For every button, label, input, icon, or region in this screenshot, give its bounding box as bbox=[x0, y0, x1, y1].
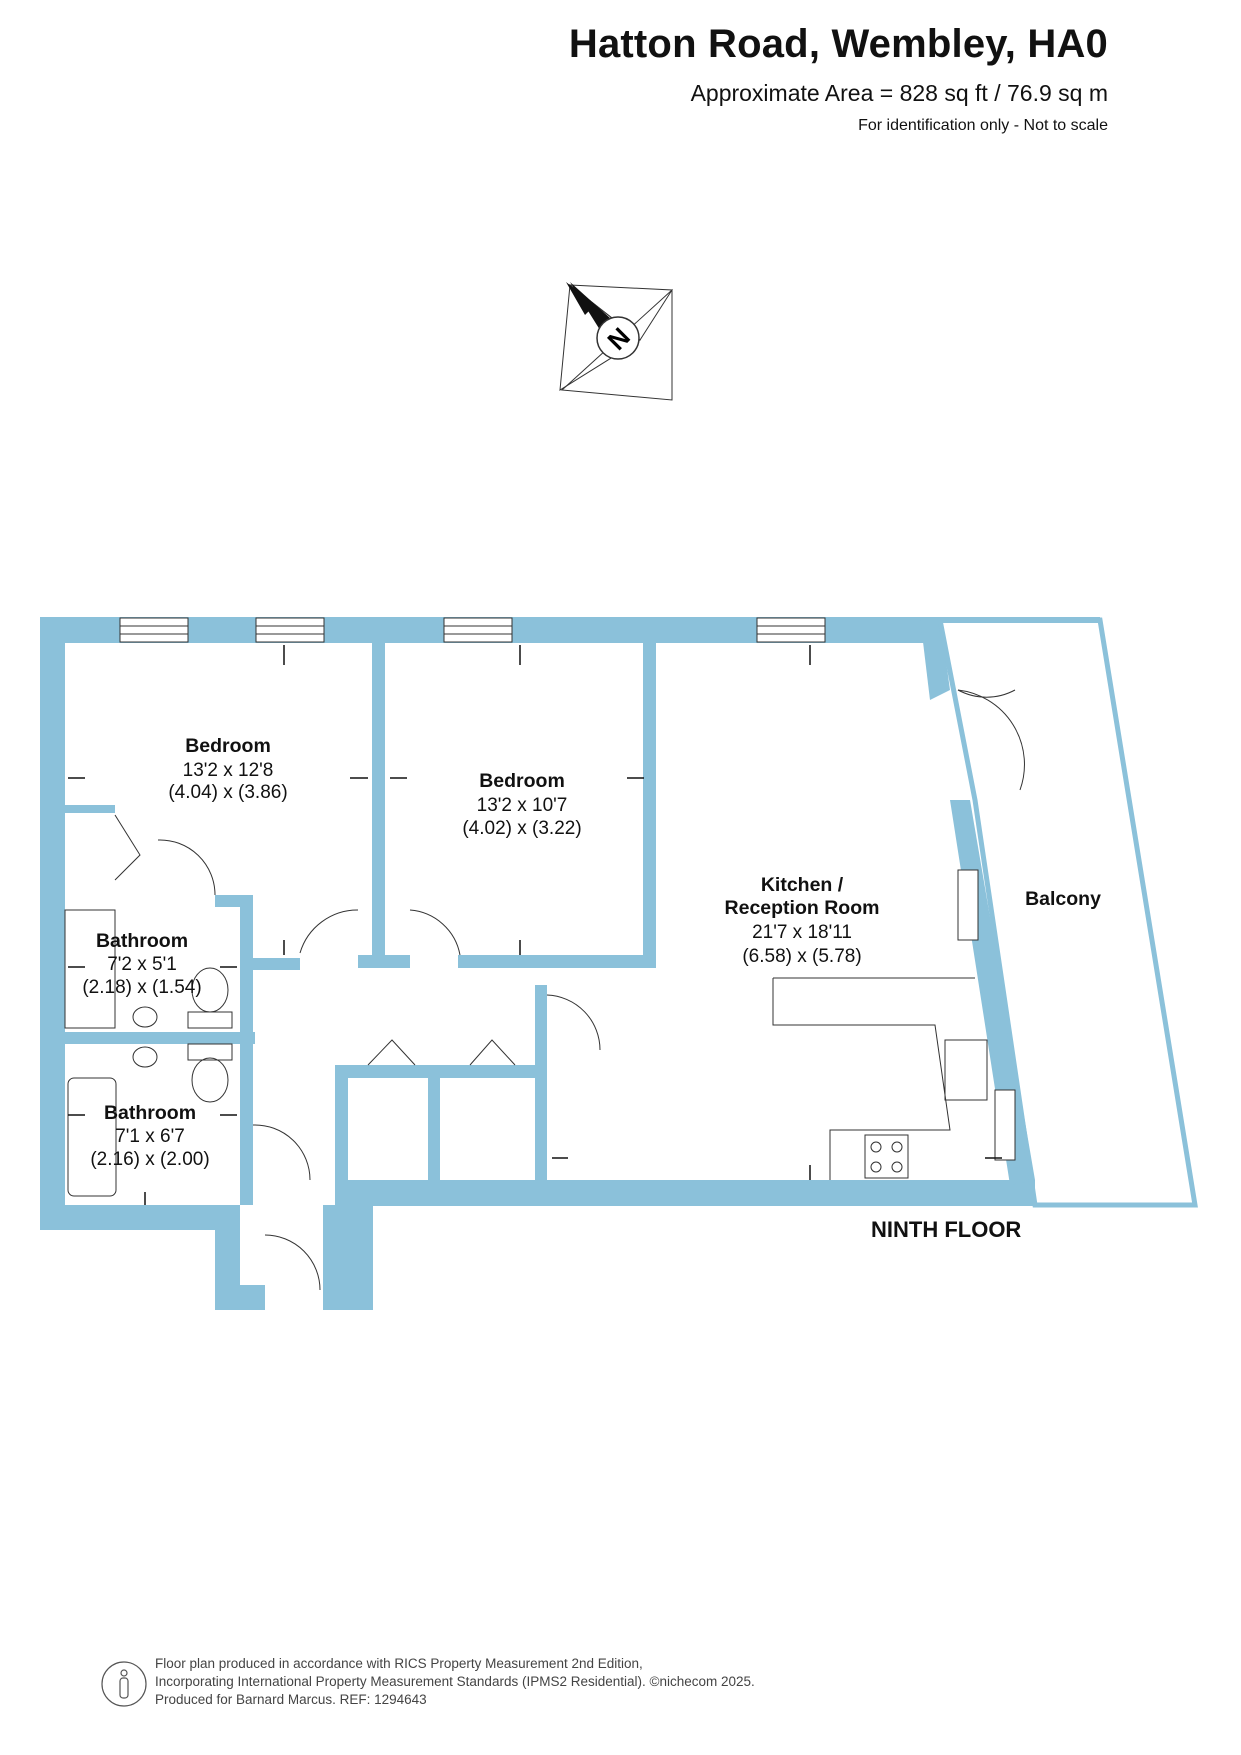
bedroom1-metric: (4.04) x (3.86) bbox=[168, 782, 287, 803]
approximate-area: Approximate Area = 828 sq ft / 76.9 sq m bbox=[690, 80, 1108, 106]
bedroom1-name: Bedroom bbox=[185, 735, 271, 757]
plan-title: Hatton Road, Wembley, HA0 bbox=[568, 22, 1108, 66]
bathroom-fixtures bbox=[64, 909, 233, 1197]
footer-line2: Incorporating International Property Mea… bbox=[155, 1674, 755, 1689]
footer-line3: Produced for Barnard Marcus. REF: 129464… bbox=[155, 1692, 427, 1707]
balcony-name: Balcony bbox=[1025, 888, 1101, 910]
bathroom1-name: Bathroom bbox=[96, 930, 188, 952]
bathroom2-imperial: 7'1 x 6'7 bbox=[115, 1126, 185, 1147]
footer-notes: Floor plan produced in accordance with R… bbox=[155, 1655, 755, 1709]
kitchen-counter bbox=[772, 977, 988, 1180]
bathroom2-metric: (2.16) x (2.00) bbox=[90, 1149, 209, 1170]
compass-icon: N bbox=[559, 282, 673, 401]
bedroom2-imperial: 13'2 x 10'7 bbox=[477, 795, 568, 816]
footer-line1: Floor plan produced in accordance with R… bbox=[155, 1656, 643, 1671]
room-labels: Bedroom 13'2 x 12'8 (4.04) x (3.86) Bedr… bbox=[82, 735, 1101, 1170]
floor-label: NINTH FLOOR bbox=[871, 1217, 1022, 1242]
dimension-arrows bbox=[68, 645, 1002, 1205]
bathroom1-imperial: 7'2 x 5'1 bbox=[107, 954, 177, 975]
windows bbox=[119, 617, 1016, 1161]
bathroom2-name: Bathroom bbox=[104, 1102, 196, 1124]
scale-note: For identification only - Not to scale bbox=[858, 117, 1108, 134]
doors bbox=[114, 689, 1025, 1291]
kitchen-name-line1: Kitchen / bbox=[761, 874, 844, 896]
bathroom1-metric: (2.18) x (1.54) bbox=[82, 977, 201, 998]
bedroom2-metric: (4.02) x (3.22) bbox=[462, 818, 581, 839]
bedroom2-name: Bedroom bbox=[479, 770, 565, 792]
person-measure-icon bbox=[101, 1661, 147, 1707]
bedroom1-imperial: 13'2 x 12'8 bbox=[183, 760, 274, 781]
kitchen-name-line2: Reception Room bbox=[725, 897, 880, 919]
balcony-outline bbox=[936, 617, 1198, 1208]
kitchen-imperial: 21'7 x 18'11 bbox=[752, 922, 852, 943]
walls bbox=[40, 617, 1100, 1310]
kitchen-metric: (6.58) x (5.78) bbox=[742, 946, 861, 967]
